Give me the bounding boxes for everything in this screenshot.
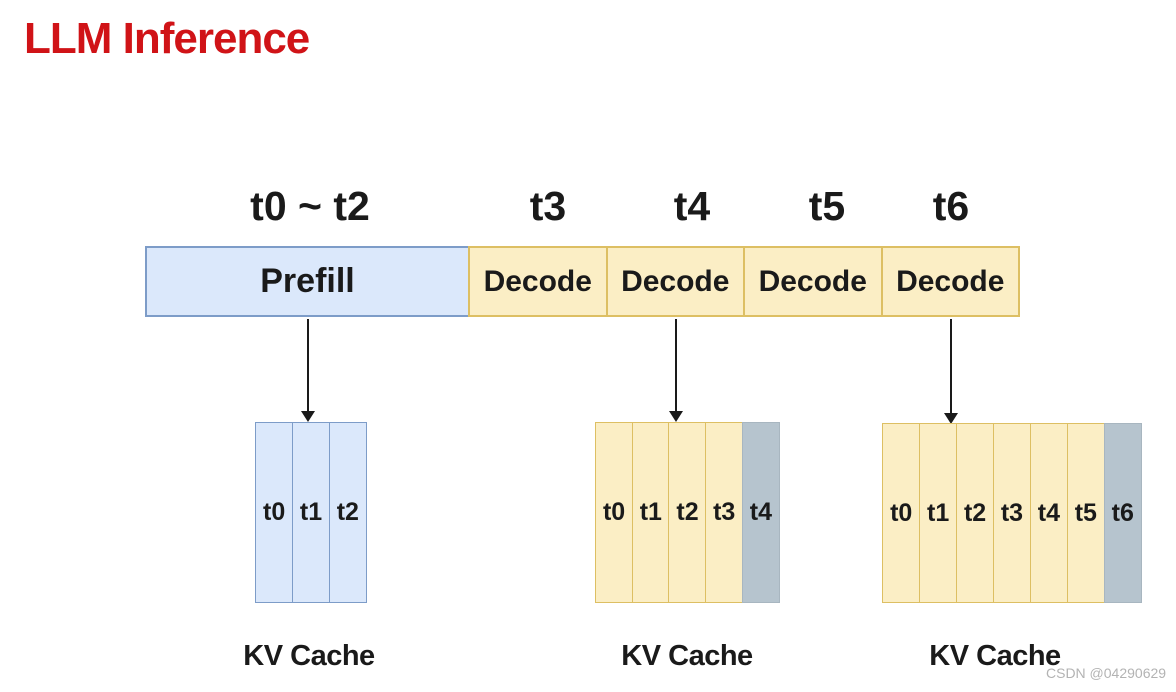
prefill-segment-label: Prefill xyxy=(260,262,355,300)
diagram-title: LLM Inference xyxy=(24,14,310,63)
kv-cache-cell-new: t6 xyxy=(1103,423,1142,603)
cell-label: t4 xyxy=(1037,498,1061,527)
cell-label: t4 xyxy=(749,498,773,526)
csdn-watermark: CSDN @04290629 xyxy=(1046,665,1167,681)
kv-cache-cell: t3 xyxy=(705,422,744,603)
cell-label: t0 xyxy=(602,498,626,526)
inference-timeline-bar: Prefill Decode Decode Decode Decode xyxy=(145,246,1020,317)
time-label-t6: t6 xyxy=(932,183,970,229)
kv-cache-cell: t1 xyxy=(631,422,670,603)
arrow-head-icon xyxy=(669,411,683,422)
kv-cache-cell: t0 xyxy=(255,422,294,603)
cell-label: t1 xyxy=(299,498,323,526)
kv-cache-stack-1: t0 t1 t2 xyxy=(255,422,367,603)
arrow-prefill-to-cache-icon xyxy=(301,319,315,422)
cell-label: t0 xyxy=(890,498,913,527)
kv-cache-cell: t2 xyxy=(668,422,707,603)
kv-cache-stack-2: t0 t1 t2 t3 t4 xyxy=(595,422,781,603)
prefill-segment: Prefill xyxy=(145,246,470,317)
arrow-decode-t4-to-cache-icon xyxy=(669,319,683,422)
time-label-t5: t5 xyxy=(808,183,846,229)
decode-segment-label: Decode xyxy=(758,264,867,298)
time-label-t4: t4 xyxy=(673,183,711,229)
kv-cache-caption-1: KV Cache xyxy=(243,640,375,672)
cell-label: t3 xyxy=(1000,498,1024,527)
cell-label: t2 xyxy=(963,498,987,527)
kv-cache-cell-new: t4 xyxy=(741,422,781,603)
kv-cache-cell: t0 xyxy=(882,423,921,603)
decode-segment-label: Decode xyxy=(896,264,1005,298)
arrow-head-icon xyxy=(301,411,315,422)
kv-cache-caption-2: KV Cache xyxy=(621,640,753,672)
cell-label: t0 xyxy=(263,498,286,526)
arrow-decode-t6-to-cache-icon xyxy=(944,319,958,424)
cell-label: t2 xyxy=(336,498,359,526)
kv-cache-cell: t1 xyxy=(291,422,331,603)
cell-label: t6 xyxy=(1111,498,1134,527)
cell-label: t1 xyxy=(927,498,950,527)
cell-label: t2 xyxy=(676,498,699,526)
kv-cache-cell: t2 xyxy=(955,423,995,603)
kv-cache-cell: t3 xyxy=(992,423,1032,603)
arrow-shaft xyxy=(307,319,309,412)
kv-cache-cell: t4 xyxy=(1029,423,1069,603)
time-label-t3: t3 xyxy=(529,183,567,229)
decode-segment-label: Decode xyxy=(621,264,730,298)
arrow-shaft xyxy=(950,319,952,414)
kv-cache-cell: t2 xyxy=(328,422,367,603)
kv-cache-caption-3: KV Cache xyxy=(929,640,1061,672)
cell-label: t5 xyxy=(1074,498,1097,527)
kv-cache-cell: t0 xyxy=(595,422,634,603)
arrow-head-icon xyxy=(944,413,958,424)
kv-cache-cell: t5 xyxy=(1066,423,1106,603)
decode-segment-t4: Decode xyxy=(605,246,745,317)
decode-segment-t5: Decode xyxy=(743,246,883,317)
kv-cache-cell: t1 xyxy=(918,423,958,603)
cell-label: t1 xyxy=(639,498,662,526)
cell-label: t3 xyxy=(713,498,736,526)
time-label-t0-t2: t0 ~ t2 xyxy=(250,183,370,229)
decode-segment-t3: Decode xyxy=(468,246,608,317)
arrow-shaft xyxy=(675,319,677,412)
kv-cache-stack-3: t0 t1 t2 t3 t4 t5 t6 xyxy=(882,423,1142,603)
decode-segment-label: Decode xyxy=(483,264,592,298)
decode-segment-t6: Decode xyxy=(880,246,1020,317)
